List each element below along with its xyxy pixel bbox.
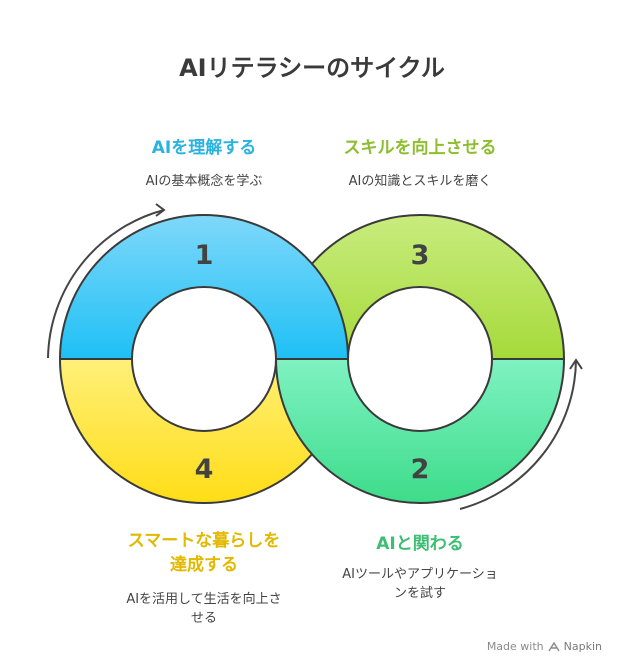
step-1-description: AIの基本概念を学ぶ bbox=[145, 174, 263, 189]
step-3-title: スキルを向上させる bbox=[343, 138, 497, 158]
cycle-arrow-top-left bbox=[47, 209, 165, 359]
napkin-logo-icon bbox=[548, 641, 560, 651]
step-4-description: AIを活用して生活を向上さ せる bbox=[84, 590, 324, 628]
step-2-number: 2 bbox=[411, 454, 430, 485]
step-2-title: AIと関わる bbox=[376, 534, 464, 554]
step-3-number: 3 bbox=[411, 240, 430, 271]
page-title: AIリテラシーのサイクル bbox=[179, 54, 445, 82]
step-2-description-line1: AIツールやアプリケーショ bbox=[342, 567, 498, 582]
made-with-napkin-footer[interactable]: Made with Napkin bbox=[487, 640, 602, 653]
made-with-label: Made with bbox=[486, 640, 544, 653]
step-4-title-line2: 達成する bbox=[170, 555, 238, 575]
step-4-title: スマートな暮らしを 達成する bbox=[94, 529, 314, 577]
quadrant-1 bbox=[58, 214, 350, 360]
step-4-description-line2: せる bbox=[190, 611, 217, 626]
napkin-brand: Napkin bbox=[563, 640, 602, 653]
cycle-arrow-bottom-right bbox=[459, 359, 577, 510]
arrowhead-bottom-right-icon bbox=[569, 358, 583, 370]
quadrant-3 bbox=[274, 214, 566, 360]
step-3-description: AIの知識とスキルを磨く bbox=[348, 174, 492, 189]
step-2-description-line2: ンを試す bbox=[393, 586, 446, 601]
step-2-description: AIツールやアプリケーショ ンを試す bbox=[300, 565, 540, 603]
step-4-description-line1: AIを活用して生活を向上さ bbox=[126, 592, 282, 607]
arrowhead-top-left-icon bbox=[155, 203, 166, 217]
step-1-title: AIを理解する bbox=[151, 138, 257, 158]
quadrant-2 bbox=[274, 358, 566, 504]
step-4-number: 4 bbox=[195, 454, 214, 485]
step-4-title-line1: スマートな暮らしを bbox=[127, 531, 281, 551]
step-1-number: 1 bbox=[195, 240, 214, 271]
